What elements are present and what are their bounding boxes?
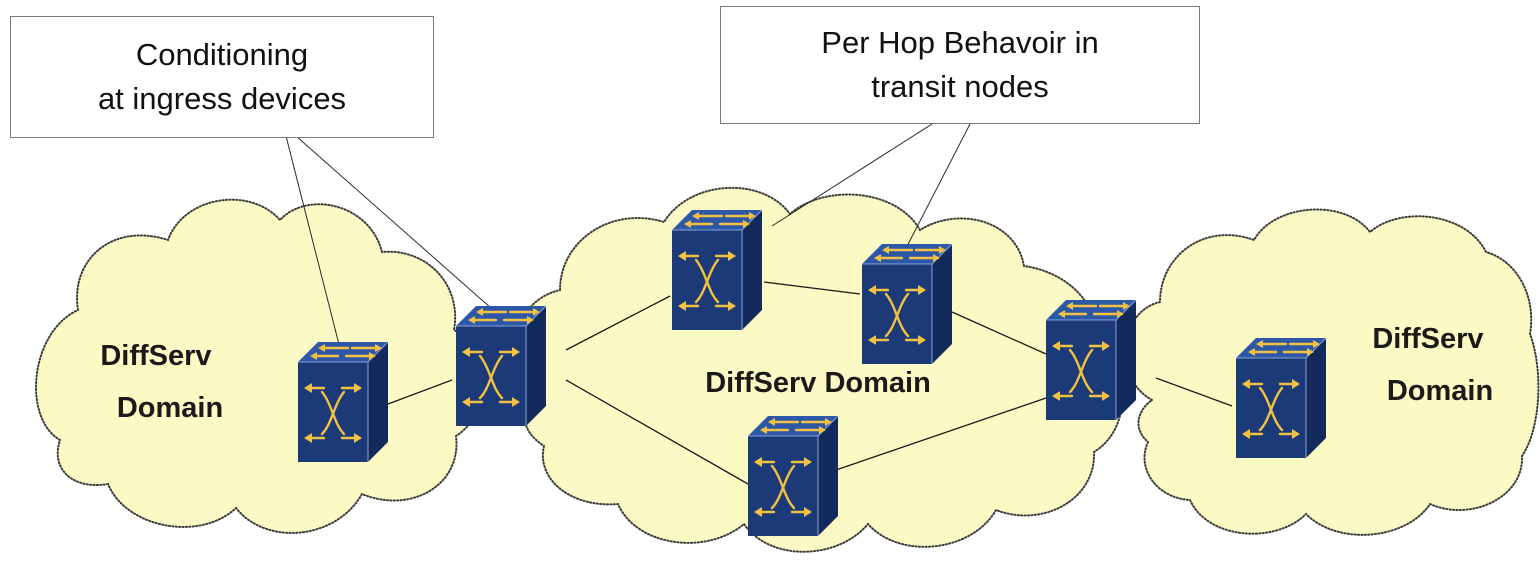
domain-label-center: DiffServ Domain (705, 367, 931, 399)
link-edge1-top1 (565, 295, 671, 351)
network-switch-icon (860, 242, 954, 366)
callout-transit-line-2: transit nodes (871, 69, 1049, 104)
callout-per-hop-behavior: Per Hop Behavoir in transit nodes (720, 6, 1200, 124)
network-switch-icon (454, 304, 548, 428)
leader-transit-1 (771, 123, 933, 227)
link-edge2-right (1155, 377, 1233, 407)
callout-ingress-conditioning: Conditioning at ingress devices (10, 16, 434, 138)
link-top2-edge2 (951, 311, 1047, 355)
network-switch-icon (1044, 298, 1138, 422)
link-edge1-bottom (565, 379, 749, 485)
link-top1-top2 (763, 281, 861, 295)
leader-ingress-1 (285, 135, 347, 373)
link-left-edge1 (387, 379, 453, 405)
callout-ingress-line-2: at ingress devices (97, 81, 347, 116)
network-switch-icon (1234, 336, 1328, 460)
network-switch-icon (670, 208, 764, 332)
leader-transit-2 (901, 123, 971, 257)
leader-ingress-2 (295, 135, 501, 317)
network-switch-icon (296, 340, 390, 464)
network-switch-icon (746, 414, 840, 538)
callout-ingress-line-1: Conditioning (135, 37, 309, 72)
domain-label-right: DiffServ Domain (1372, 323, 1493, 407)
link-bottom-edge2 (835, 397, 1047, 471)
cloud-right (1124, 208, 1540, 536)
callout-transit-line-1: Per Hop Behavoir in (821, 25, 1099, 60)
domain-label-left: DiffServ Domain (100, 340, 223, 424)
